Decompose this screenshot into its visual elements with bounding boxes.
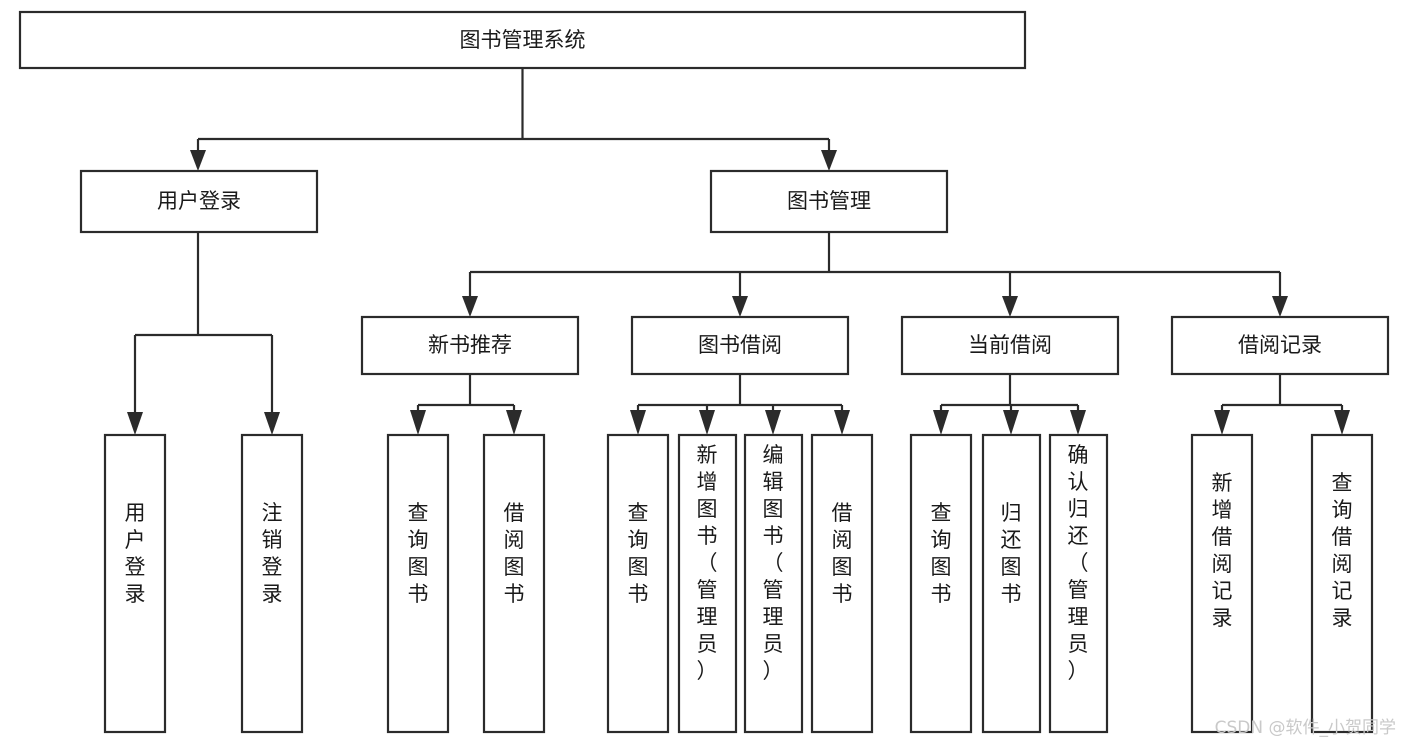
arrowhead-book-manage xyxy=(821,150,837,171)
node-root-box[interactable] xyxy=(18,10,1027,70)
arrowhead-book-borrow xyxy=(732,296,748,317)
leaf-add-book-label: 新增图书（管理员） xyxy=(697,443,718,683)
leaf-borrow-book-1-label: 借阅图书 xyxy=(504,501,525,606)
node-book-manage-label: 图书管理 xyxy=(787,189,871,213)
leaf-node-query-book-3[interactable]: 查询图书 xyxy=(909,433,973,734)
leaf-node-query-record[interactable]: 查询借阅记录 xyxy=(1310,433,1374,734)
arrowhead-leaf-query-book-3 xyxy=(933,410,949,435)
leaf-query-book-2-label: 查询图书 xyxy=(628,501,649,606)
arrowhead-leaf-borrow-book-2 xyxy=(834,410,850,435)
arrowhead-leaf-confirm-return xyxy=(1070,410,1086,435)
node-new-book-recommend-label: 新书推荐 xyxy=(428,333,512,357)
node-borrow-record[interactable]: 借阅记录 xyxy=(1170,315,1390,376)
node-book-borrow-box[interactable] xyxy=(630,315,850,376)
arrowhead-borrow-record xyxy=(1272,296,1288,317)
arrowhead-leaf-add-book xyxy=(699,410,715,435)
leaf-query-book-1-label: 查询图书 xyxy=(408,501,429,606)
leaf-query-book-1-box[interactable] xyxy=(386,433,450,734)
node-current-borrow-box[interactable] xyxy=(900,315,1120,376)
node-current-borrow-label: 当前借阅 xyxy=(968,333,1052,357)
arrowhead-leaf-logout xyxy=(264,412,280,435)
leaf-node-return-book[interactable]: 归还图书 xyxy=(981,433,1042,734)
leaf-node-logout[interactable]: 注销登录 xyxy=(240,433,304,734)
arrowhead-leaf-edit-book xyxy=(765,410,781,435)
leaf-borrow-book-1-box[interactable] xyxy=(482,433,546,734)
node-user-login-box[interactable] xyxy=(79,169,319,234)
leaf-borrow-book-2-box[interactable] xyxy=(810,433,874,734)
arrowhead-leaf-borrow-book-1 xyxy=(506,410,522,435)
leaf-confirm-return-label: 确认归还（管理员） xyxy=(1068,443,1089,683)
arrowhead-leaf-add-record xyxy=(1214,410,1230,435)
node-book-manage-box[interactable] xyxy=(709,169,949,234)
leaf-query-book-3-box[interactable] xyxy=(909,433,973,734)
arrowhead-leaf-query-book-2 xyxy=(630,410,646,435)
node-book-borrow[interactable]: 图书借阅 xyxy=(630,315,850,376)
leaf-node-edit-book[interactable]: 编辑图书（管理员） xyxy=(743,433,804,734)
leaf-node-query-book-1[interactable]: 查询图书 xyxy=(386,433,450,734)
node-book-manage[interactable]: 图书管理 xyxy=(709,169,949,234)
leaf-query-book-2-box[interactable] xyxy=(606,433,670,734)
leaf-logout-label: 注销登录 xyxy=(262,501,283,606)
leaf-borrow-book-2-label: 借阅图书 xyxy=(832,501,853,606)
leaf-node-add-book[interactable]: 新增图书（管理员） xyxy=(677,433,738,734)
arrowhead-user-login xyxy=(190,150,206,171)
arrowhead-leaf-query-book-1 xyxy=(410,410,426,435)
leaf-node-borrow-book-2[interactable]: 借阅图书 xyxy=(810,433,874,734)
leaf-node-borrow-book-1[interactable]: 借阅图书 xyxy=(482,433,546,734)
leaf-user-login-box[interactable] xyxy=(103,433,167,734)
leaf-add-book-box[interactable] xyxy=(677,433,738,734)
node-user-login[interactable]: 用户登录 xyxy=(79,169,319,234)
leaf-add-record-label: 新增借阅记录 xyxy=(1212,471,1233,630)
connector-layer xyxy=(127,68,1350,435)
leaf-return-book-box[interactable] xyxy=(981,433,1042,734)
leaf-edit-book-label: 编辑图书（管理员） xyxy=(763,443,784,683)
arrowhead-new-book-recommend xyxy=(462,296,478,317)
leaf-add-record-box[interactable] xyxy=(1190,433,1254,734)
node-root-label: 图书管理系统 xyxy=(460,28,586,52)
node-current-borrow[interactable]: 当前借阅 xyxy=(900,315,1120,376)
node-borrow-record-box[interactable] xyxy=(1170,315,1390,376)
leaf-query-book-3-label: 查询图书 xyxy=(931,501,952,606)
node-new-book-recommend[interactable]: 新书推荐 xyxy=(360,315,580,376)
arrowhead-leaf-return-book xyxy=(1003,410,1019,435)
leaf-node-confirm-return[interactable]: 确认归还（管理员） xyxy=(1048,433,1109,734)
node-root[interactable]: 图书管理系统 xyxy=(18,10,1027,70)
leaf-node-user-login[interactable]: 用户登录 xyxy=(103,433,167,734)
node-new-book-recommend-box[interactable] xyxy=(360,315,580,376)
leaf-confirm-return-box[interactable] xyxy=(1048,433,1109,734)
node-borrow-record-label: 借阅记录 xyxy=(1238,333,1322,357)
arrowhead-leaf-query-record xyxy=(1334,410,1350,435)
csdn-watermark: CSDN @软件_小贺同学 xyxy=(1215,718,1396,738)
arrowhead-current-borrow xyxy=(1002,296,1018,317)
node-book-borrow-label: 图书借阅 xyxy=(698,333,782,357)
arrowhead-leaf-user-login xyxy=(127,412,143,435)
leaf-query-record-label: 查询借阅记录 xyxy=(1332,471,1353,630)
leaf-edit-book-box[interactable] xyxy=(743,433,804,734)
leaf-return-book-label: 归还图书 xyxy=(1001,501,1022,606)
leaf-node-query-book-2[interactable]: 查询图书 xyxy=(606,433,670,734)
leaf-user-login-label: 用户登录 xyxy=(125,501,146,606)
leaf-node-add-record[interactable]: 新增借阅记录 xyxy=(1190,433,1254,734)
leaf-logout-box[interactable] xyxy=(240,433,304,734)
node-user-login-label: 用户登录 xyxy=(157,189,241,213)
leaf-query-record-box[interactable] xyxy=(1310,433,1374,734)
